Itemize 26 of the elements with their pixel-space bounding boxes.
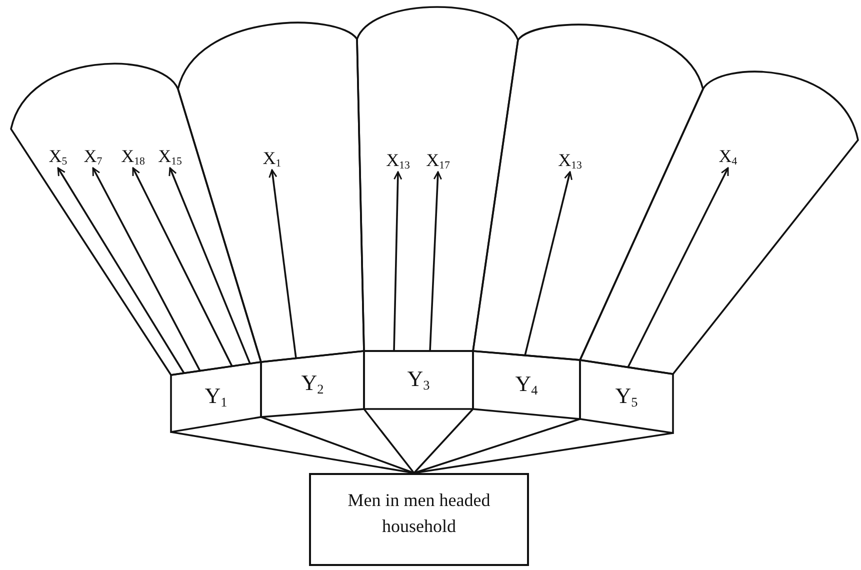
connector-line: [413, 408, 474, 474]
segment-label: Y$_{1}$: [204, 385, 228, 408]
variable-label: X$_{13}$: [386, 151, 410, 172]
band-segment: [364, 351, 473, 409]
variable-label: X$_{18}$: [121, 147, 145, 168]
segment-label: Y$_{4}$: [515, 373, 538, 396]
band-segment: [171, 362, 261, 432]
band-segment: [261, 351, 364, 417]
arrow: [429, 171, 442, 352]
segment-label: Y$_{5}$: [615, 384, 638, 408]
petal-shape: [357, 7, 518, 351]
arrow: [92, 167, 201, 372]
arrow: [393, 171, 402, 352]
segment-label: Y$_{2}$: [301, 372, 324, 396]
group-box: Men in men headed household: [309, 473, 529, 566]
connector-line: [363, 408, 415, 474]
variable-label: X$_{7}$: [84, 147, 102, 168]
connector-line: [260, 416, 414, 474]
connector-line: [413, 418, 674, 474]
variable-label: X$_{17}$: [426, 151, 450, 172]
band-segment: [473, 351, 580, 419]
variable-label: X$_{5}$: [48, 147, 68, 168]
arrow: [57, 167, 185, 374]
segment-label: Y$_{3}$: [407, 368, 430, 392]
variable-label: X$_{15}$: [158, 147, 182, 168]
band-segment: [580, 360, 673, 433]
